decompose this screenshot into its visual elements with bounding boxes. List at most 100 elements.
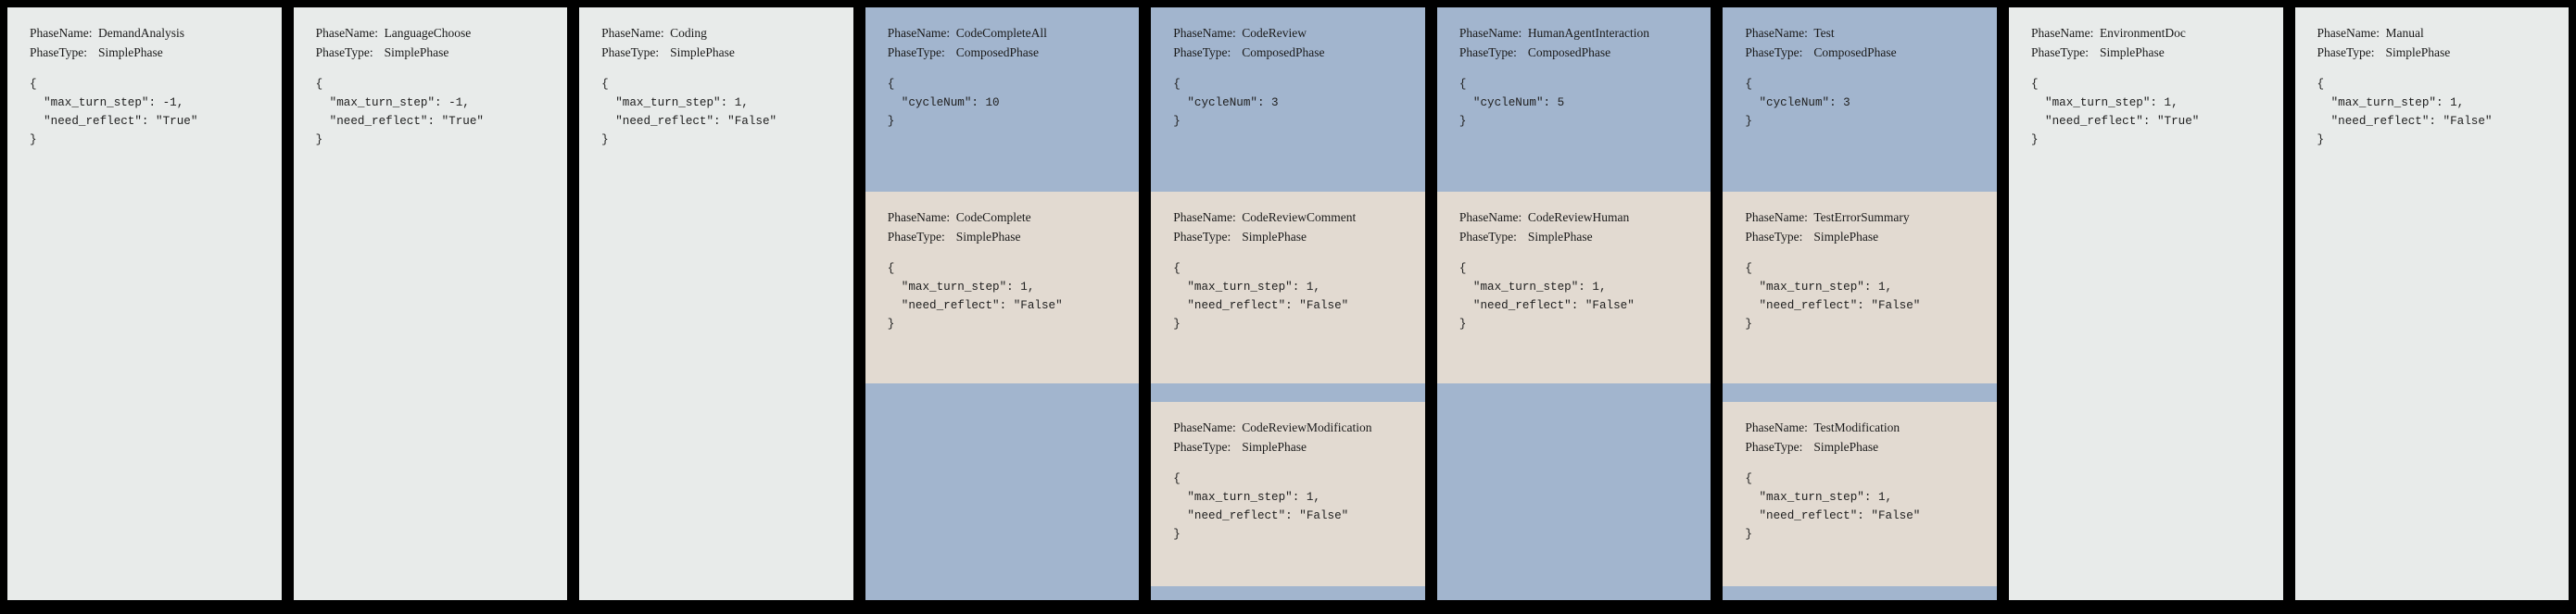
- json-line: "need_reflect": "False": [1745, 298, 1921, 312]
- phase-type-row: PhaseType:SimplePhase: [2031, 44, 2270, 63]
- phase-type-label: PhaseType:: [2317, 44, 2375, 59]
- phase-type-label: PhaseType:: [887, 229, 945, 244]
- json-line: "need_reflect": "False": [1745, 508, 1921, 522]
- phase-type-row: PhaseType:SimplePhase: [1745, 228, 1984, 247]
- json-line: "need_reflect": "True": [30, 114, 198, 128]
- phase-config-json: { "max_turn_step": 1, "need_reflect": "T…: [2031, 76, 2270, 150]
- phase-config-json: { "cycleNum": 5}: [1459, 76, 1698, 132]
- json-line: {: [601, 78, 609, 92]
- json-line: "cycleNum": 10: [887, 95, 1000, 109]
- phase-name-label: PhaseName:: [887, 210, 951, 224]
- phase-config-json: { "cycleNum": 10}: [888, 76, 1127, 132]
- json-line: {: [1173, 78, 1181, 92]
- phase-name-label: PhaseName:: [887, 26, 951, 40]
- phase-type-row: PhaseType:SimplePhase: [2317, 44, 2557, 63]
- phase-type-label: PhaseType:: [1173, 229, 1231, 244]
- phase-config-json: { "cycleNum": 3}: [1173, 76, 1412, 132]
- json-line: "max_turn_step": -1,: [315, 95, 470, 109]
- json-line: "max_turn_step": 1,: [1745, 280, 1893, 294]
- json-line: "max_turn_step": -1,: [30, 95, 184, 109]
- phase-name-row: PhaseName:TestErrorSummary: [1745, 208, 1984, 228]
- phase-name-row: PhaseName:Coding: [601, 24, 840, 44]
- phase-name-label: PhaseName:: [601, 26, 664, 40]
- phase-config-json: { "max_turn_step": 1, "need_reflect": "F…: [601, 76, 840, 150]
- json-line: "need_reflect": "False": [1458, 298, 1635, 312]
- phase-name-row: PhaseName:TestModification: [1745, 419, 1984, 438]
- json-line: }: [887, 114, 895, 128]
- json-line: "need_reflect": "False": [2317, 114, 2493, 128]
- phase-type-label: PhaseType:: [30, 44, 88, 59]
- json-line: "need_reflect": "False": [887, 298, 1063, 312]
- phase-type-value: SimplePhase: [1813, 229, 1879, 244]
- phase-type-row: PhaseType:SimplePhase: [1745, 438, 1984, 457]
- phase-type-label: PhaseType:: [2030, 44, 2089, 59]
- phase-type-value: SimplePhase: [1527, 229, 1593, 244]
- phase-name-label: PhaseName:: [1173, 420, 1236, 434]
- phase-name-row: PhaseName:Manual: [2317, 24, 2557, 44]
- json-line: "need_reflect": "False": [1173, 508, 1349, 522]
- phase-config-json: { "max_turn_step": 1, "need_reflect": "F…: [1745, 470, 1984, 545]
- phase-type-value: SimplePhase: [1813, 439, 1879, 454]
- json-line: {: [30, 78, 37, 92]
- phase-type-row: PhaseType:SimplePhase: [30, 44, 269, 63]
- json-line: {: [1745, 472, 1752, 486]
- json-line: "max_turn_step": 1,: [2317, 95, 2465, 109]
- json-line: {: [887, 78, 895, 92]
- phase-name-value: DemandAnalysis: [98, 26, 184, 40]
- json-line: "max_turn_step": 1,: [1745, 490, 1893, 504]
- phase-name-value: CodeReviewModification: [1242, 420, 1372, 434]
- phase-type-label: PhaseType:: [1745, 44, 1803, 59]
- json-line: {: [1458, 78, 1467, 92]
- json-line: "max_turn_step": 1,: [887, 280, 1035, 294]
- phase-config-json: { "max_turn_step": 1, "need_reflect": "F…: [888, 260, 1127, 334]
- phase-name-row: PhaseName:CodeCompleteAll: [888, 24, 1127, 44]
- phase-name-label: PhaseName:: [2317, 26, 2380, 40]
- phase-type-value: ComposedPhase: [955, 44, 1039, 59]
- json-line: }: [2030, 132, 2039, 146]
- phase-name-label: PhaseName:: [315, 26, 379, 40]
- phase-name-label: PhaseName:: [1745, 210, 1808, 224]
- json-line: {: [887, 262, 895, 276]
- phase-config-json: { "max_turn_step": 1, "need_reflect": "F…: [1173, 470, 1412, 545]
- phase-type-value: ComposedPhase: [1813, 44, 1897, 59]
- phase-type-value: SimplePhase: [670, 44, 735, 59]
- json-line: }: [1173, 114, 1181, 128]
- phase-type-row: PhaseType: SimplePhase: [1173, 228, 1412, 247]
- phase-type-row: PhaseType: ComposedPhase: [1745, 44, 1984, 63]
- phase-config-json: { "cycleNum": 3}: [1745, 76, 1984, 132]
- json-line: "cycleNum": 5: [1458, 95, 1565, 109]
- phase-type-label: PhaseType:: [1458, 44, 1517, 59]
- json-line: }: [315, 132, 323, 146]
- phase-name-value: CodeComplete: [955, 210, 1031, 224]
- json-line: }: [1458, 317, 1467, 331]
- json-line: }: [601, 132, 609, 146]
- phase-type-row: PhaseType:ComposedPhase: [888, 44, 1127, 63]
- phase-type-value: SimplePhase: [1242, 229, 1307, 244]
